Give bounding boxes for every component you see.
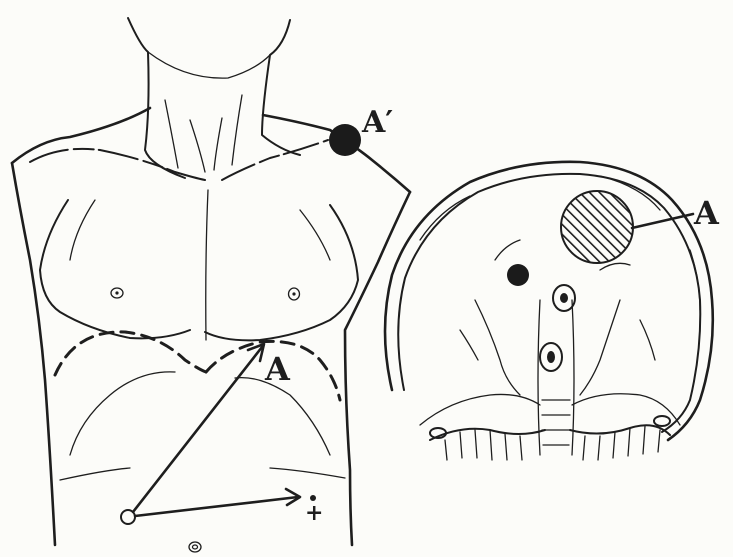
cross-section-figure: A — [385, 162, 720, 460]
navel — [189, 542, 201, 552]
left-pectoral — [40, 200, 190, 338]
aorta — [553, 285, 575, 311]
neck-muscle-right — [232, 95, 242, 165]
abdomen-right-contour — [235, 378, 330, 455]
section-outer-rim — [385, 162, 713, 440]
spine-column — [538, 300, 574, 455]
sternum-line — [206, 190, 208, 340]
neck-front-line — [148, 52, 270, 78]
neck-outline-left — [128, 18, 185, 178]
right-nipple — [289, 288, 300, 300]
neck-outline-right — [262, 20, 300, 155]
section-crus-left — [475, 300, 520, 395]
costal-right — [270, 468, 345, 478]
label-lesion: A — [693, 194, 720, 232]
label-shoulder: A′ — [361, 105, 393, 140]
section-texture — [460, 240, 655, 360]
section-right-recess — [654, 416, 670, 426]
label-abdomen: A — [264, 350, 291, 388]
left-flank — [12, 163, 55, 545]
section-crus-right — [580, 300, 620, 395]
neck-muscle-left — [165, 100, 178, 168]
left-shoulder-outline — [12, 108, 150, 163]
label-plus: + — [305, 500, 323, 526]
vector-horizontal — [135, 497, 298, 516]
right-clavicle — [222, 140, 328, 180]
section-fold-left — [420, 394, 540, 425]
right-pectoral — [205, 205, 358, 340]
chest-contour-left — [70, 200, 95, 260]
lesion-hatched — [561, 191, 633, 263]
shoulder-spot — [329, 124, 361, 156]
costal-left — [60, 468, 130, 480]
vector-to-diaphragm — [133, 347, 262, 512]
vertebral-canal — [540, 343, 562, 371]
left-nipple — [111, 288, 123, 298]
torso-figure: A′ A + — [12, 18, 410, 552]
esophagus-spot — [507, 264, 529, 286]
section-fold-right — [572, 394, 680, 425]
lesion-leader — [632, 214, 693, 228]
chest-contour-right — [300, 210, 330, 260]
neck-trachea — [190, 118, 222, 172]
spine-striations — [542, 400, 570, 445]
section-base — [430, 425, 670, 440]
abdomen-left-contour — [70, 372, 175, 455]
section-base-hatching — [445, 426, 660, 460]
section-rim-fibers — [420, 176, 700, 310]
